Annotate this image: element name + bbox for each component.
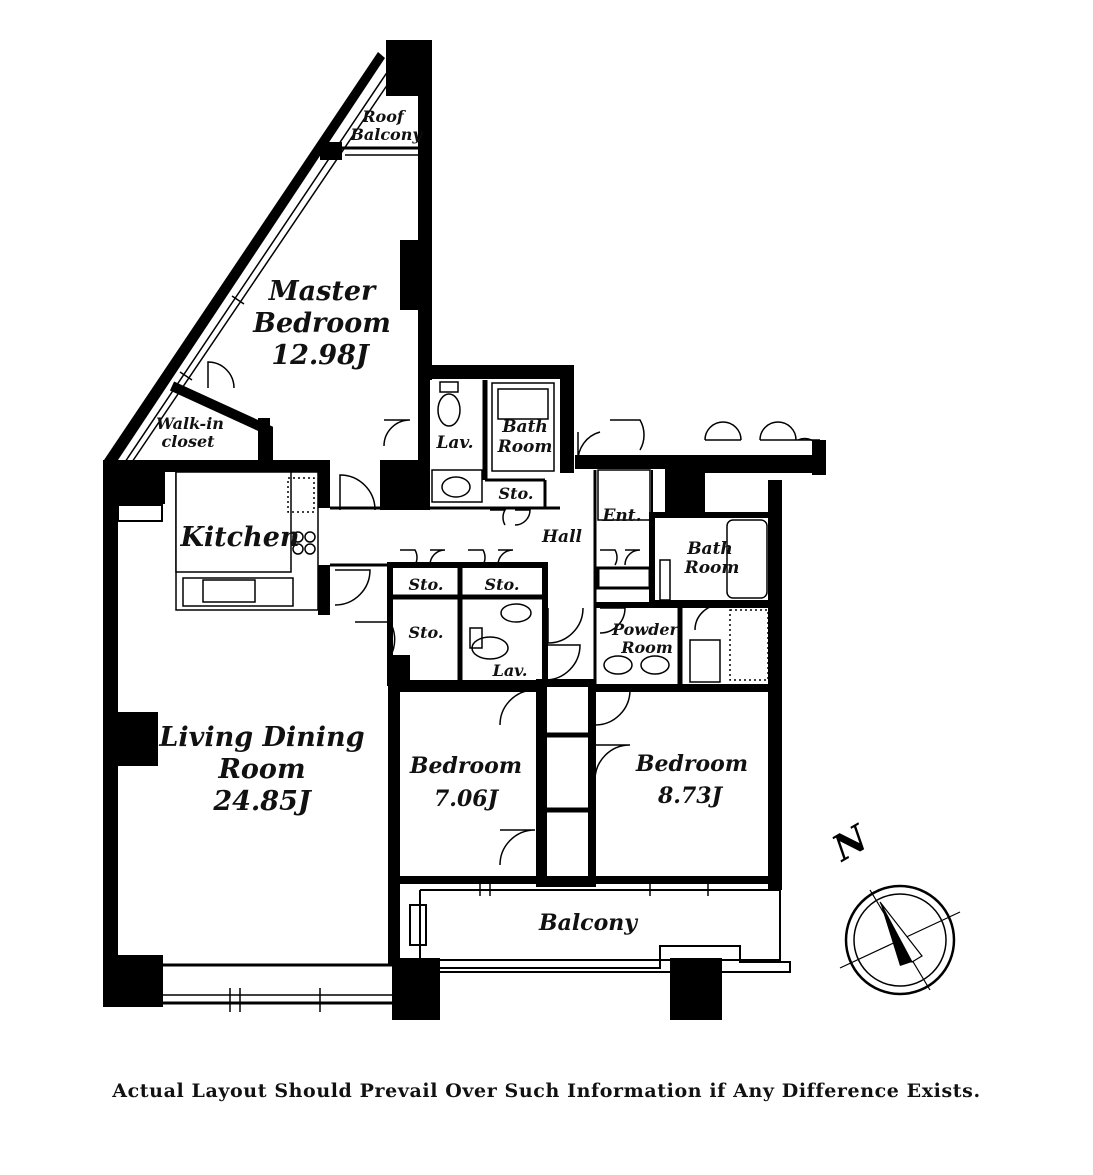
label-powder-room-1: Powder xyxy=(611,620,679,639)
room-labels: Roof Balcony Master Bedroom 12.98J Walk-… xyxy=(156,107,748,936)
label-living-dining-1: Living Dining xyxy=(158,722,364,753)
label-master-bedroom-2: Bedroom xyxy=(252,308,391,339)
label-powder-room-2: Room xyxy=(620,638,673,657)
disclaimer-text: Actual Layout Should Prevail Over Such I… xyxy=(112,1080,981,1102)
label-hall: Hall xyxy=(541,527,583,547)
label-bedroom-right-2: 8.73J xyxy=(657,783,724,809)
label-balcony: Balcony xyxy=(538,910,639,936)
label-kitchen: Kitchen xyxy=(179,522,299,553)
pillar-bottom xyxy=(392,958,440,1020)
interior-walls xyxy=(320,142,791,1020)
label-roof-balcony-1: Roof xyxy=(361,107,407,126)
label-lav-upper: Lav. xyxy=(435,433,473,453)
fixtures xyxy=(175,381,769,683)
diagonal-window xyxy=(124,67,397,463)
label-bath-right-2: Room xyxy=(684,558,740,578)
label-bath-upper-2: Room xyxy=(497,437,553,457)
window-ticks xyxy=(108,580,709,1012)
compass: N xyxy=(825,816,961,996)
label-bath-upper-1: Bath xyxy=(501,417,548,437)
doors xyxy=(207,361,821,866)
label-roof-balcony-2: Balcony xyxy=(349,125,423,144)
label-sto-upper: Sto. xyxy=(499,484,534,503)
label-entrance: Ent. xyxy=(601,506,641,526)
pillar-top xyxy=(386,40,432,96)
label-sto-left: Sto. xyxy=(409,575,444,594)
label-master-bedroom-1: Master xyxy=(268,276,377,307)
label-sto-lower: Sto. xyxy=(409,623,444,642)
label-bedroom-middle-1: Bedroom xyxy=(409,753,522,779)
label-bath-right-1: Bath xyxy=(686,539,733,559)
label-sto-right: Sto. xyxy=(485,575,520,594)
label-walk-in-closet-1: Walk-in xyxy=(156,414,224,433)
compass-north-label: N xyxy=(825,816,877,870)
label-master-bedroom-3: 12.98J xyxy=(271,340,371,371)
compass-outer-ring xyxy=(844,884,956,996)
label-living-dining-3: 24.85J xyxy=(212,786,313,817)
label-lav-lower: Lav. xyxy=(492,661,528,680)
label-bedroom-right-1: Bedroom xyxy=(635,751,748,777)
compass-inner-ring xyxy=(853,893,947,987)
label-bedroom-middle-2: 7.06J xyxy=(434,786,500,812)
diagonal-wall xyxy=(104,52,385,460)
label-walk-in-closet-2: closet xyxy=(161,432,215,451)
label-living-dining-2: Room xyxy=(217,754,305,785)
